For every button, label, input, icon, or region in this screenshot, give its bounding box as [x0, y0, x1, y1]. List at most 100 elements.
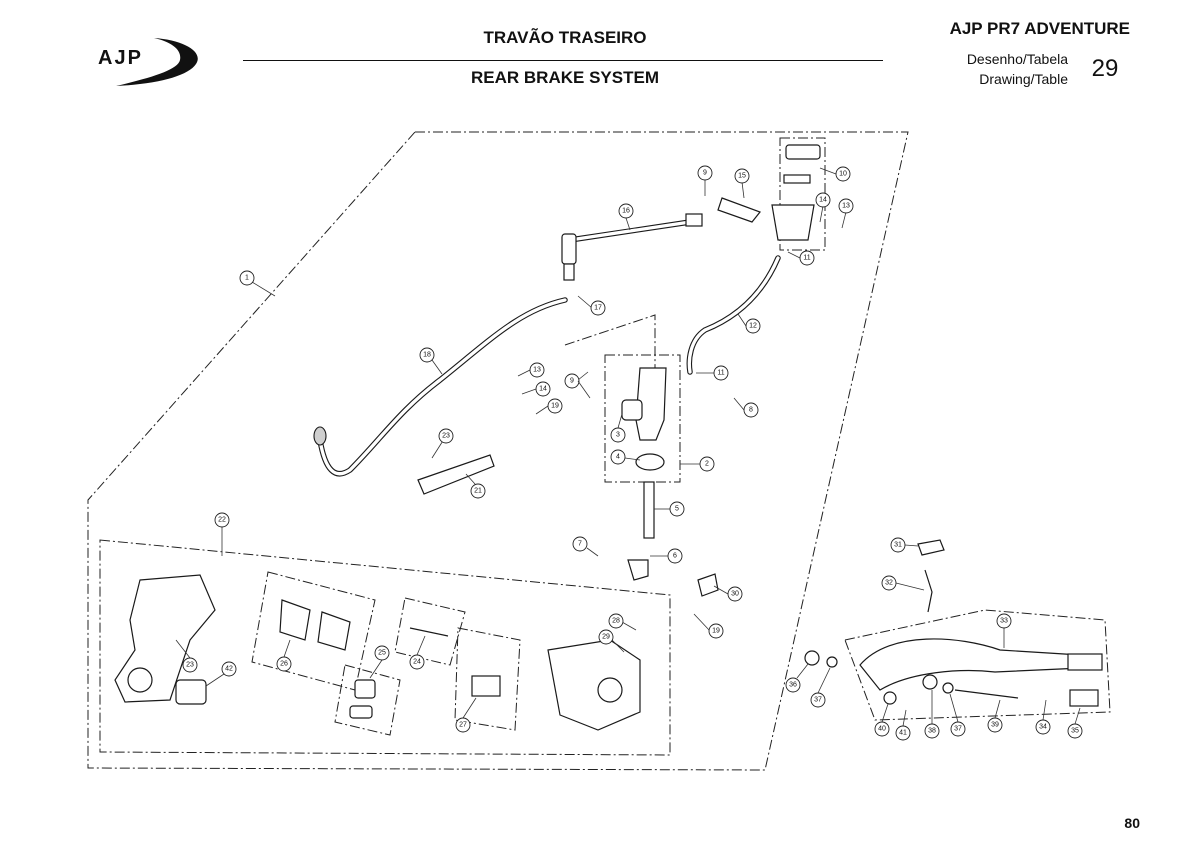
banjo-switch [561, 233, 577, 265]
svg-text:13: 13 [533, 367, 541, 374]
svg-text:35: 35 [1071, 728, 1079, 735]
reservoir-cap [785, 144, 821, 160]
drawing-label-en: Drawing/Table [979, 71, 1068, 87]
callout-9a: 9 [697, 165, 713, 196]
svg-text:6: 6 [673, 553, 677, 560]
callout-19b: 19 [693, 613, 724, 639]
svg-text:19: 19 [551, 403, 559, 410]
callout-15: 15 [734, 168, 750, 199]
callout-23: 23 [175, 639, 198, 673]
svg-text:2: 2 [705, 461, 709, 468]
callout-10: 10 [819, 166, 851, 182]
callout-11b: 11 [696, 365, 729, 381]
callout-24: 24 [409, 635, 426, 670]
svg-text:21: 21 [474, 488, 482, 495]
callout-14b: 14 [521, 381, 551, 397]
svg-text:42: 42 [225, 666, 233, 673]
callout-37a: 37 [810, 667, 831, 708]
clevis [627, 559, 649, 581]
title-divider [243, 60, 883, 61]
svg-text:1: 1 [245, 275, 249, 282]
callout-19a: 19 [535, 398, 563, 415]
svg-text:37: 37 [814, 697, 822, 704]
svg-text:23: 23 [442, 433, 450, 440]
svg-text:9: 9 [570, 378, 574, 385]
reservoir-bracket [717, 197, 761, 223]
callout-23-alt: 23 [431, 428, 454, 459]
pedal-tip [1067, 653, 1103, 671]
svg-text:12: 12 [749, 323, 757, 330]
callout-3: 3 [610, 413, 626, 443]
callout-30: 30 [713, 585, 743, 602]
pedal-shaft [954, 689, 1019, 699]
svg-text:27: 27 [459, 722, 467, 729]
pad-spring [471, 675, 501, 697]
callout-26: 26 [276, 639, 292, 672]
svg-text:37: 37 [954, 726, 962, 733]
brake-pad-right [317, 611, 351, 651]
callout-25: 25 [369, 645, 390, 679]
pedal-group-boundary [844, 609, 1111, 721]
brake-pad-left [279, 599, 311, 641]
callout-28: 28 [608, 613, 637, 631]
callout-17: 17 [577, 295, 606, 316]
svg-text:31: 31 [894, 542, 902, 549]
callout-21: 21 [465, 473, 486, 499]
callout-5: 5 [654, 501, 685, 517]
callout-33: 33 [996, 613, 1012, 648]
callout-13a: 13 [838, 198, 854, 229]
pin-box [394, 597, 466, 666]
push-rod [643, 481, 655, 539]
cable-connector [685, 213, 703, 227]
clip-box [454, 627, 521, 731]
callout-39: 39 [987, 699, 1003, 733]
callout-38: 38 [924, 690, 940, 739]
svg-text:10: 10 [839, 171, 847, 178]
bushing-box [334, 664, 401, 736]
callout-4: 4 [610, 449, 641, 465]
callout-6: 6 [650, 548, 683, 564]
svg-text:14: 14 [539, 386, 547, 393]
boot [635, 453, 665, 471]
page-number: 80 [1124, 815, 1140, 831]
svg-text:8: 8 [749, 407, 753, 414]
callout-11a: 11 [787, 250, 815, 266]
svg-text:19: 19 [712, 628, 720, 635]
reservoir-body [771, 204, 815, 241]
callout-18: 18 [419, 347, 443, 375]
caliper-group-boundary [99, 539, 671, 756]
callout-12: 12 [737, 313, 761, 334]
pedal-tip-lower [1069, 689, 1099, 707]
reservoir-diaphragm [783, 174, 811, 184]
page-title-en: REAR BRAKE SYSTEM [471, 68, 659, 87]
bleed-screw [697, 573, 719, 597]
nut [804, 650, 820, 666]
callout-16: 16 [618, 203, 634, 231]
callout-9c [577, 380, 591, 399]
brake-pedal [859, 638, 1083, 691]
svg-text:24: 24 [413, 659, 421, 666]
banjo-bolt [563, 263, 575, 281]
svg-text:5: 5 [675, 506, 679, 513]
sheet-number: 29 [1091, 55, 1119, 82]
pad-retainer [417, 454, 495, 495]
callout-31: 31 [890, 537, 919, 553]
rear-brake-hose [317, 297, 568, 477]
brake-caliper [547, 639, 641, 731]
svg-text:41: 41 [899, 730, 907, 737]
return-spring [924, 569, 933, 613]
drawing-label-pt: Desenho/Tabela [966, 51, 1068, 67]
callout-41: 41 [895, 709, 911, 741]
callout-22: 22 [214, 512, 230, 556]
svg-text:16: 16 [622, 208, 630, 215]
svg-text:14: 14 [819, 197, 827, 204]
pads-box [251, 571, 376, 691]
svg-text:26: 26 [280, 661, 288, 668]
callout-37b: 37 [949, 693, 966, 737]
svg-text:22: 22 [218, 517, 226, 524]
callout-36: 36 [785, 663, 809, 693]
svg-text:23: 23 [186, 662, 194, 669]
svg-text:18: 18 [423, 352, 431, 359]
model-name: AJP PR7 ADVENTURE [949, 19, 1130, 38]
